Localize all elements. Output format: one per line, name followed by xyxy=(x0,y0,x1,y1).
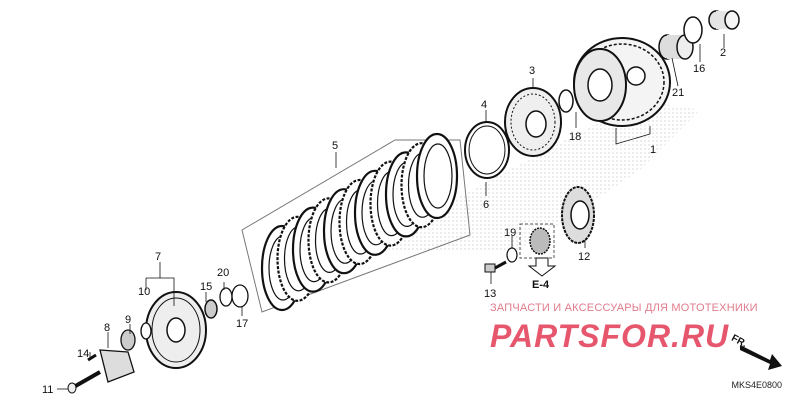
callout-20: 20 xyxy=(217,267,229,279)
callout-9: 9 xyxy=(125,314,131,326)
watermark-subtitle: ЗАПЧАСТИ И АКСЕССУАРЫ ДЛЯ МОТОТЕХНИКИ xyxy=(490,302,758,314)
callout-5: 5 xyxy=(332,140,338,152)
washer-17 xyxy=(231,284,249,308)
callout-17: 17 xyxy=(236,318,248,330)
collar-2 xyxy=(708,10,740,30)
clutch-plate-stack xyxy=(260,132,459,312)
washer-20 xyxy=(219,287,233,307)
callout-7: 7 xyxy=(155,251,161,263)
primary-gear-12 xyxy=(561,186,595,244)
bracket-clutch-plates xyxy=(241,139,471,313)
reference-label: E-4 xyxy=(532,279,550,291)
small-gear-19 xyxy=(529,227,551,255)
watermark-logo: PARTSFOR.RU xyxy=(490,318,730,354)
clutch-center xyxy=(504,87,562,157)
thrust-washer-18 xyxy=(558,89,574,113)
clutch-outer-basket xyxy=(573,37,671,127)
callout-14: 14 xyxy=(77,348,89,360)
callout-21: 21 xyxy=(672,87,684,99)
bolt-13 xyxy=(484,260,507,273)
spring-9 xyxy=(120,329,136,351)
lifter-plate xyxy=(99,349,135,383)
ring-inner-edge xyxy=(468,125,506,175)
leader-lines xyxy=(57,34,725,390)
callout-3: 3 xyxy=(529,65,535,77)
callout-4: 4 xyxy=(481,99,487,111)
ring-10 xyxy=(140,322,152,340)
spring-15 xyxy=(204,299,218,319)
clutch-plate xyxy=(415,132,459,220)
callout-15: 15 xyxy=(200,281,212,293)
judder-spring-ring xyxy=(464,121,510,179)
washer-16 xyxy=(683,16,703,44)
callout-16: 16 xyxy=(693,63,705,75)
washer-19 xyxy=(506,247,518,263)
callout-labels: 1 2 3 4 5 6 7 8 9 10 11 12 13 14 15 16 1… xyxy=(42,47,726,396)
callout-6: 6 xyxy=(483,199,489,211)
needle-bearing xyxy=(658,34,694,60)
reference-arrow xyxy=(527,257,557,277)
bolt-14 xyxy=(87,353,97,362)
callout-2: 2 xyxy=(720,47,726,59)
callout-1: 1 xyxy=(650,144,656,156)
callout-11: 11 xyxy=(42,384,53,396)
callout-18: 18 xyxy=(569,131,581,143)
callout-19: 19 xyxy=(504,227,516,239)
clutch-plate-inner xyxy=(423,143,453,209)
front-direction-arrow xyxy=(740,345,782,370)
callout-13: 13 xyxy=(484,288,496,300)
lifter-rod-11 xyxy=(67,370,101,394)
pressure-plate xyxy=(145,291,207,369)
callout-10: 10 xyxy=(138,286,150,298)
callout-8: 8 xyxy=(104,322,110,334)
callout-12: 12 xyxy=(578,251,590,263)
diagram-code: MKS4E0800 xyxy=(731,380,782,390)
